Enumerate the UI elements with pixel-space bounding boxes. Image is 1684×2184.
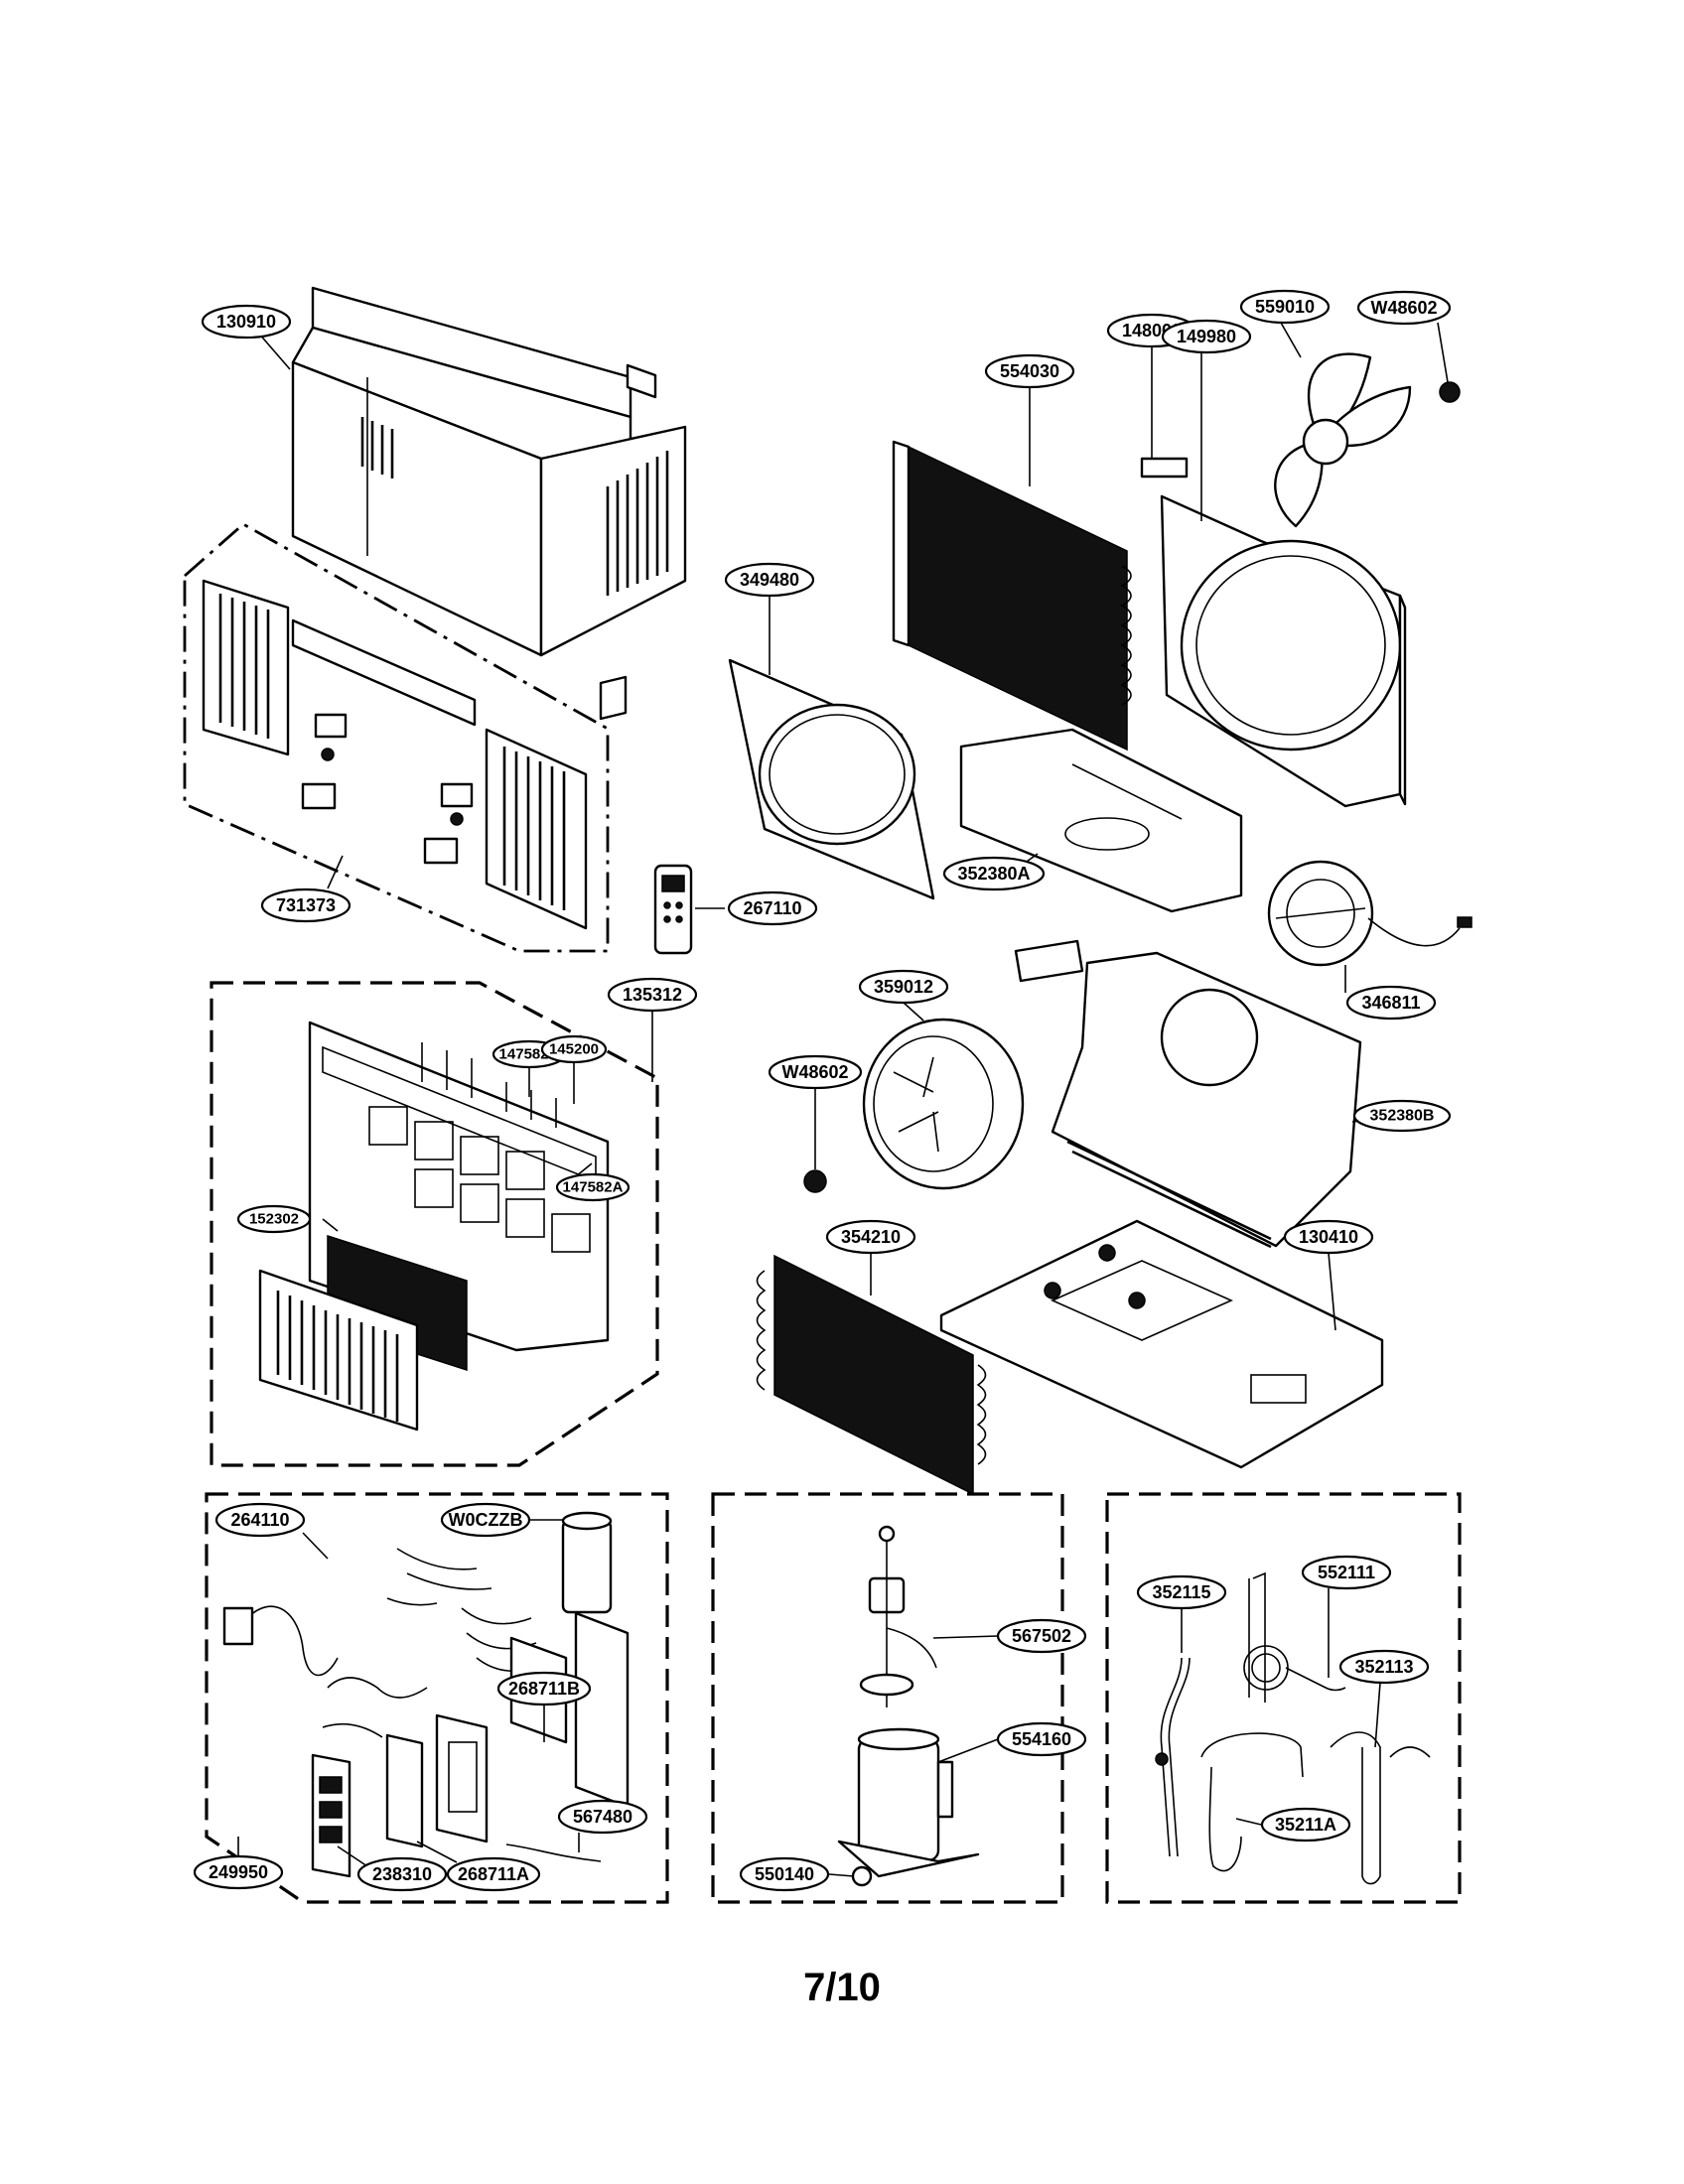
label-130910: 130910 xyxy=(201,304,292,340)
base-pan-a-part xyxy=(959,728,1243,913)
page-number: 7/10 xyxy=(803,1966,881,2009)
svg-text:147582A: 147582A xyxy=(563,1179,624,1196)
evaporator-housing-part xyxy=(1014,939,1362,1249)
svg-text:268711B: 268711B xyxy=(508,1679,580,1699)
label-352113: 352113 xyxy=(1338,1649,1430,1685)
svg-text:731373: 731373 xyxy=(276,895,336,915)
condenser-coil-part xyxy=(892,440,1132,751)
label-352380a: 352380A xyxy=(942,856,1046,891)
nut-w48602-b-part xyxy=(803,1169,827,1193)
fan-blade-part xyxy=(1274,352,1412,528)
label-267110: 267110 xyxy=(727,890,818,926)
svg-text:554160: 554160 xyxy=(1012,1729,1071,1749)
label-268711a: 268711A xyxy=(446,1856,541,1892)
svg-text:352113: 352113 xyxy=(1354,1657,1413,1677)
evaporator-coil-part xyxy=(756,1254,987,1496)
svg-text:264110: 264110 xyxy=(230,1510,289,1530)
fan-motor-part xyxy=(1267,860,1473,967)
blower-wheel-part xyxy=(862,1018,1025,1190)
label-130410: 130410 xyxy=(1283,1219,1374,1255)
orifice-panel-part xyxy=(728,658,935,900)
front-panel-assembly xyxy=(202,579,588,930)
compressor-parts xyxy=(837,1525,980,1887)
svg-text:238310: 238310 xyxy=(372,1864,432,1884)
group-boundary-135312 xyxy=(210,981,659,1467)
label-731373: 731373 xyxy=(260,887,351,923)
label-354210: 354210 xyxy=(825,1219,916,1255)
svg-text:554030: 554030 xyxy=(1000,361,1059,381)
label-567480: 567480 xyxy=(557,1799,648,1835)
svg-text:130410: 130410 xyxy=(1299,1227,1358,1247)
label-552111: 552111 xyxy=(1301,1555,1392,1590)
svg-text:249950: 249950 xyxy=(209,1862,268,1882)
label-135312: 135312 xyxy=(607,977,698,1013)
svg-text:352380A: 352380A xyxy=(957,864,1030,884)
label-349480: 349480 xyxy=(724,562,815,598)
label-352380b: 352380B xyxy=(1352,1099,1452,1133)
group-boundary-249950 xyxy=(205,1492,669,1904)
label-147582a: 147582A xyxy=(555,1172,631,1202)
label-238310: 238310 xyxy=(356,1856,448,1892)
label-249950: 249950 xyxy=(193,1854,284,1890)
label-554030: 554030 xyxy=(984,353,1075,389)
group-boundary-piping xyxy=(1105,1492,1462,1904)
svg-text:267110: 267110 xyxy=(743,898,801,918)
base-plate-part xyxy=(939,1219,1384,1469)
svg-text:559010: 559010 xyxy=(1255,297,1315,317)
label-w0czzb: W0CZZB xyxy=(440,1502,531,1538)
label-152302: 152302 xyxy=(236,1204,312,1234)
svg-text:567480: 567480 xyxy=(573,1807,632,1827)
remote-control-part xyxy=(653,864,693,955)
svg-text:567502: 567502 xyxy=(1012,1626,1071,1646)
svg-text:152302: 152302 xyxy=(249,1211,299,1228)
label-w48602-b: W48602 xyxy=(768,1054,863,1090)
label-35211a: 35211A xyxy=(1260,1807,1351,1843)
electrical-parts xyxy=(222,1511,630,1878)
label-145200: 145200 xyxy=(540,1034,608,1064)
label-149980: 149980 xyxy=(1161,319,1252,354)
svg-text:346811: 346811 xyxy=(1361,993,1420,1013)
svg-text:352115: 352115 xyxy=(1152,1582,1210,1602)
label-264110: 264110 xyxy=(214,1502,306,1538)
svg-text:135312: 135312 xyxy=(623,985,682,1005)
svg-text:W48602: W48602 xyxy=(1370,298,1437,318)
label-268711b: 268711B xyxy=(496,1671,592,1706)
svg-text:349480: 349480 xyxy=(740,570,799,590)
shroud-part xyxy=(1160,494,1407,808)
label-567502: 567502 xyxy=(996,1618,1087,1654)
front-grille-part xyxy=(258,1021,610,1432)
svg-text:W0CZZB: W0CZZB xyxy=(449,1510,523,1530)
svg-text:35211A: 35211A xyxy=(1275,1815,1336,1835)
label-550140: 550140 xyxy=(739,1856,830,1892)
group-boundary-compressor xyxy=(711,1492,1064,1904)
svg-text:W48602: W48602 xyxy=(781,1062,848,1082)
svg-text:550140: 550140 xyxy=(755,1864,814,1884)
label-346811: 346811 xyxy=(1345,985,1437,1021)
svg-text:359012: 359012 xyxy=(874,977,933,997)
svg-text:552111: 552111 xyxy=(1318,1563,1375,1582)
label-359012: 359012 xyxy=(858,969,949,1005)
cabinet-part xyxy=(291,286,687,721)
svg-text:352380B: 352380B xyxy=(1370,1108,1435,1125)
label-w48602: W48602 xyxy=(1356,290,1452,326)
svg-text:149980: 149980 xyxy=(1177,327,1236,346)
svg-text:130910: 130910 xyxy=(216,312,276,332)
label-554160: 554160 xyxy=(996,1721,1087,1757)
label-559010: 559010 xyxy=(1239,289,1331,325)
svg-text:145200: 145200 xyxy=(549,1041,599,1058)
cabinet-vent-grille xyxy=(360,417,669,596)
label-352115: 352115 xyxy=(1136,1574,1227,1610)
piping-parts xyxy=(1155,1571,1431,1885)
svg-text:354210: 354210 xyxy=(841,1227,901,1247)
nut-w48602-part xyxy=(1439,381,1461,403)
svg-text:268711A: 268711A xyxy=(458,1864,529,1884)
bracket-148000-part xyxy=(1140,457,1189,478)
